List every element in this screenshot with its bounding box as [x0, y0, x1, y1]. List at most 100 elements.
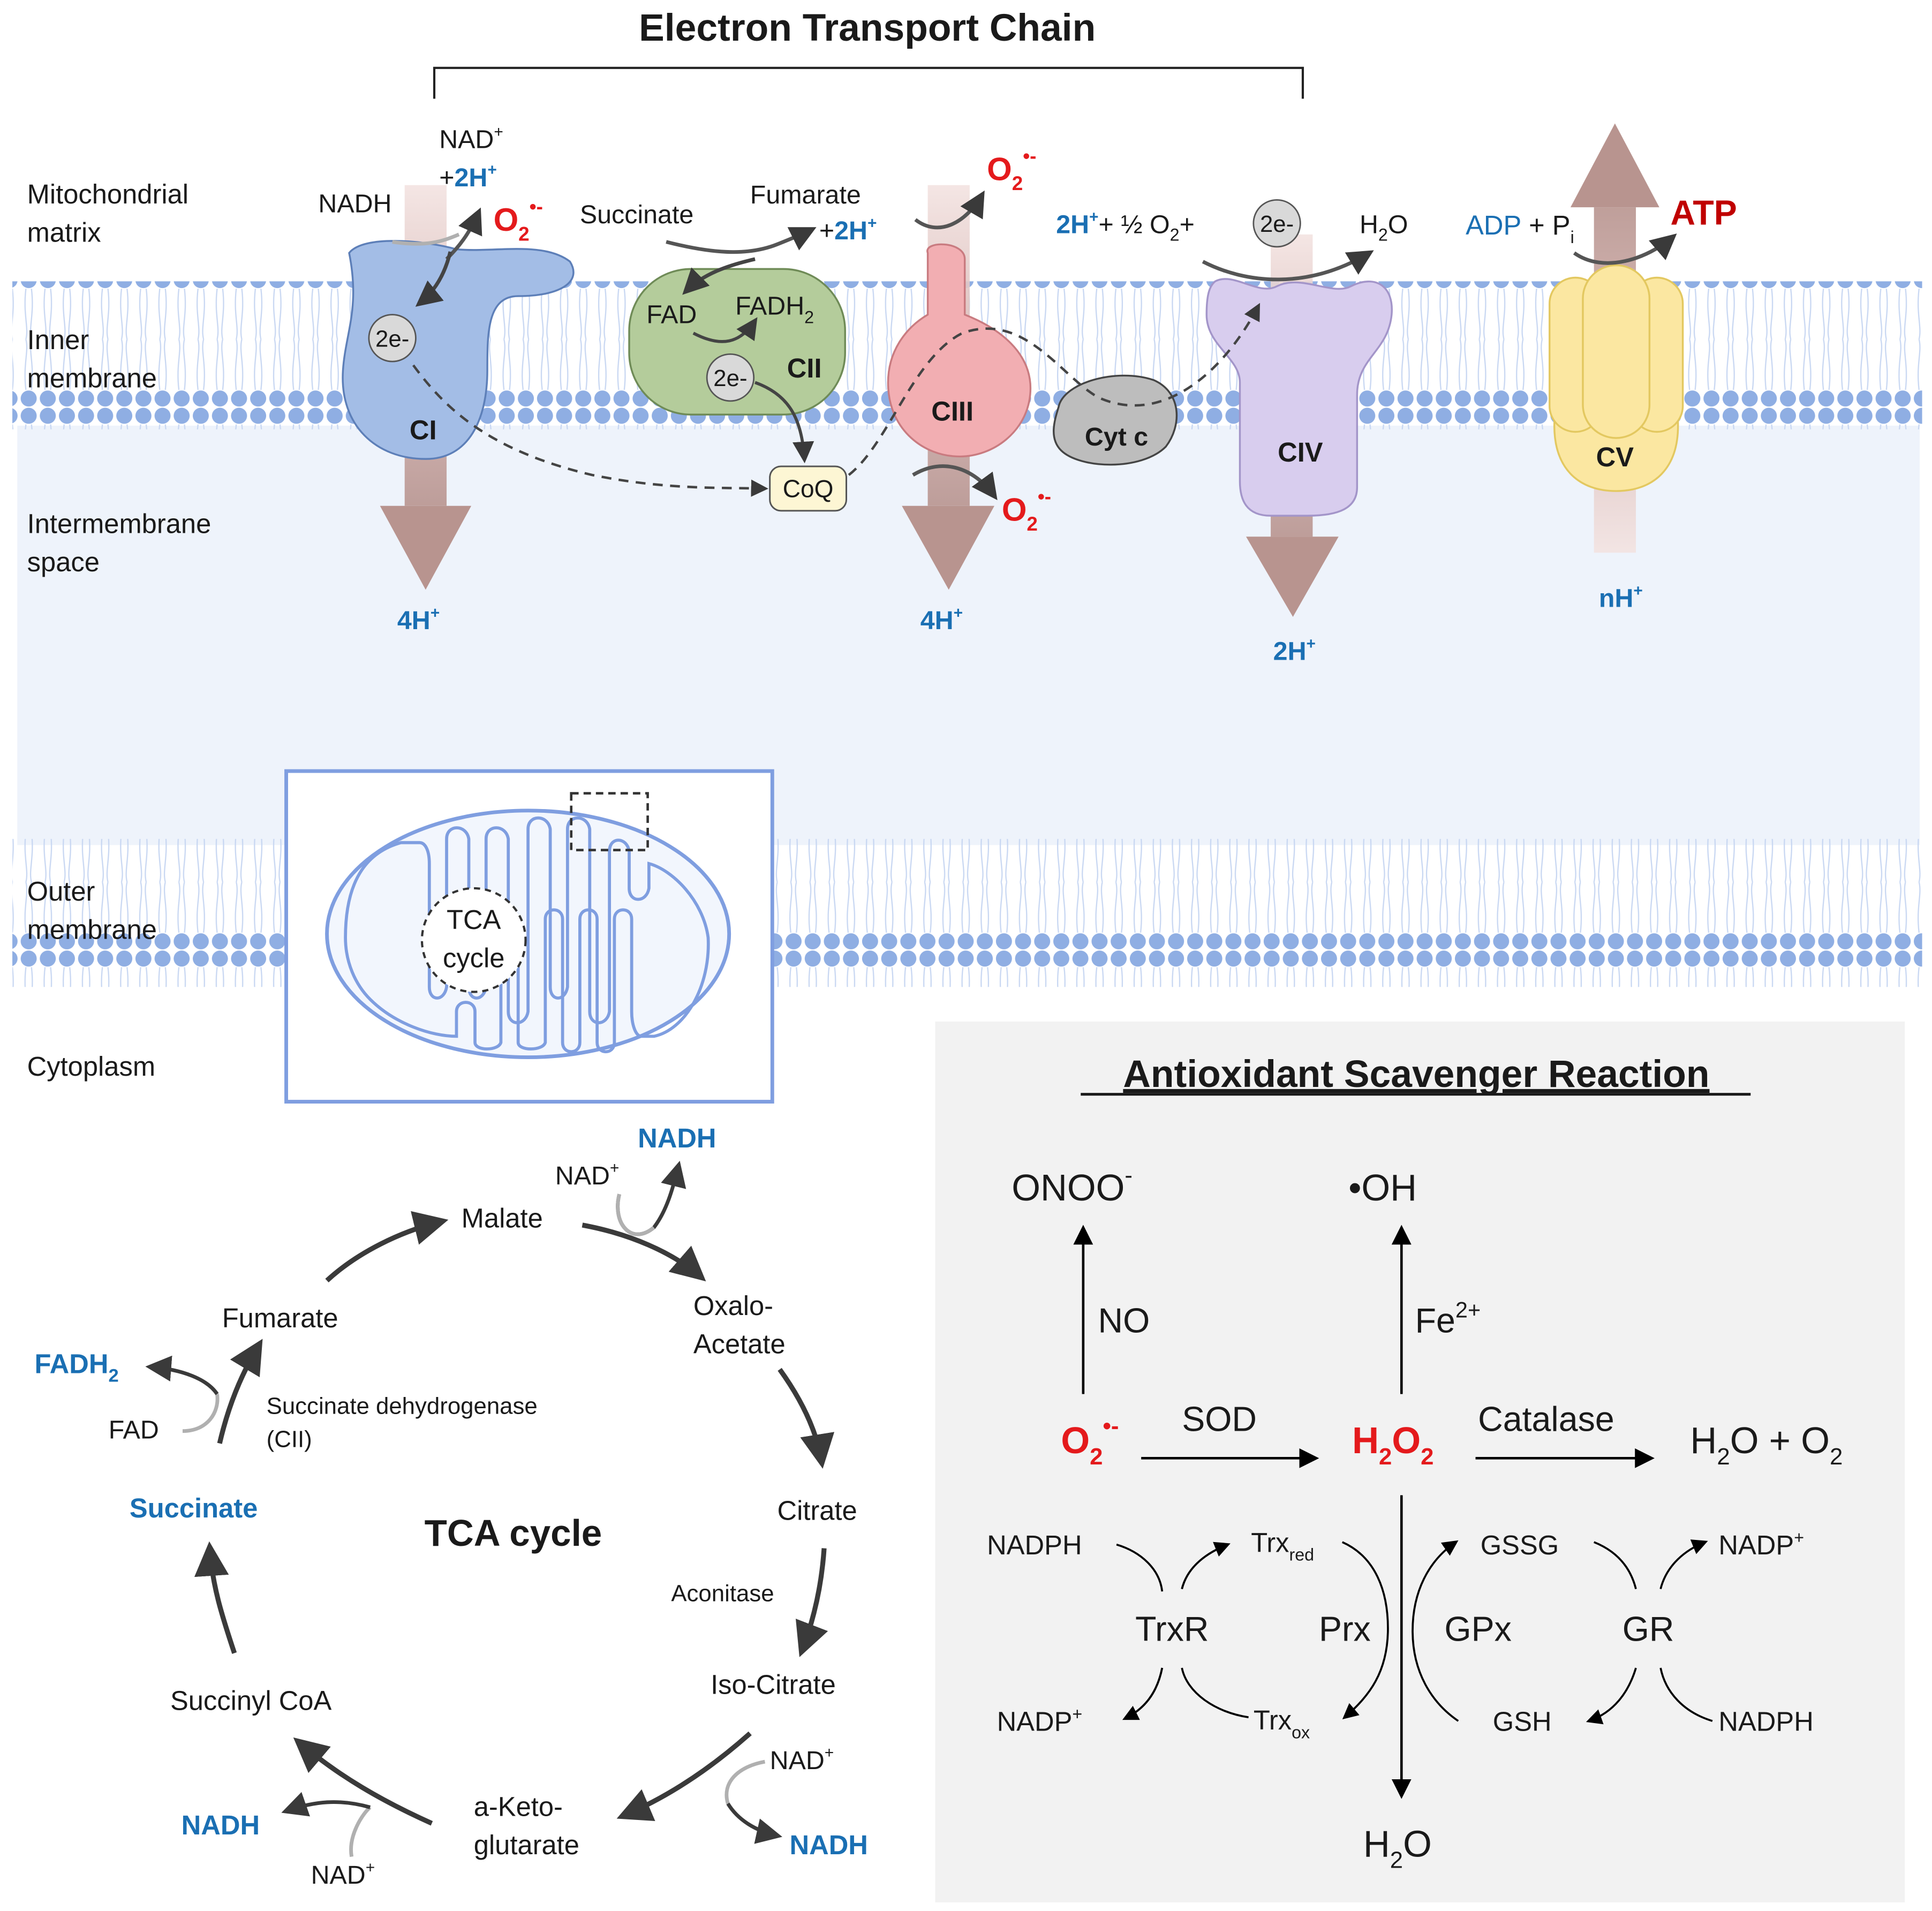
tca-title: TCA cycle: [425, 1512, 602, 1554]
ci-2h-label: +2H+: [439, 161, 497, 192]
tca-succinyl-coa: Succinyl CoA: [170, 1685, 332, 1716]
cytochrome-c-label: Cyt c: [1085, 422, 1148, 451]
tca-nad-ketoglutarate: NAD+: [311, 1859, 375, 1890]
trx-oxidized: Trxox: [1254, 1705, 1310, 1742]
complex-iv-label: CIV: [1278, 437, 1323, 467]
ci-nadh-label: NADH: [318, 189, 391, 218]
electron-flow-cii-to-coq: [754, 381, 814, 464]
ciii-superoxide-bottom: O2•-: [1002, 486, 1051, 535]
species-hydroxyl-radical: •OH: [1348, 1167, 1417, 1208]
etc-title: Electron Transport Chain: [639, 6, 1096, 49]
tca-nadh-isocitrate-arrow: [726, 1802, 782, 1844]
protons-cv: nH+: [1599, 582, 1643, 613]
tca-fad: FAD: [109, 1416, 159, 1445]
tca-nad-malate-curve: [616, 1194, 655, 1236]
tca-nadh-malate-arrow: [616, 1160, 686, 1236]
cii-fumarate-label: Fumarate: [750, 180, 861, 209]
label-sod: SOD: [1182, 1400, 1257, 1439]
cv-atp-label: ATP: [1671, 193, 1737, 232]
electron-pair-cii: 2e-: [706, 353, 755, 402]
gr-arrow-bottom: [1586, 1667, 1637, 1725]
trxr-arrow-top: [1181, 1542, 1231, 1590]
tca-arrow-fumarate-malate: [325, 1211, 449, 1282]
electron-pair-ci: 2e-: [368, 314, 417, 362]
protons-ci: 4H+: [397, 604, 440, 635]
tca-inset-circle: [420, 887, 527, 993]
svg-text:CoQ: CoQ: [783, 475, 834, 503]
ci-nadh-arrow: [392, 232, 460, 246]
tca-malate: Malate: [462, 1203, 543, 1234]
tca-nad-isocitrate-curve: [724, 1759, 766, 1804]
protons-ciii: 4H+: [920, 604, 963, 635]
tca-ketoglutarate: a-Keto-glutarate: [474, 1792, 579, 1860]
tca-fad-curve: [182, 1394, 220, 1433]
gr-arrow-top: [1659, 1539, 1708, 1590]
tca-nad-malate: NAD+: [555, 1159, 620, 1190]
tca-arrow-oxaloacetate-citrate: [778, 1368, 835, 1469]
enzyme-trxr: TrxR: [1135, 1610, 1209, 1648]
complex-v-label: CV: [1596, 442, 1634, 472]
cytochrome-c: [1053, 374, 1178, 466]
trx-reduced: Trxred: [1251, 1527, 1314, 1564]
tca-arrow-malate-oxaloacetate: [582, 1222, 706, 1282]
tca-nadh-ketoglutarate-arrow: [281, 1792, 371, 1817]
enzyme-gpx: GPx: [1444, 1610, 1511, 1648]
tca-nad-ketoglutarate-curve: [349, 1806, 372, 1857]
tca-nadh-ketoglutarate: NADH: [182, 1810, 260, 1840]
gr-curve-top: [1594, 1541, 1637, 1590]
antioxidant-panel: [935, 1021, 1905, 1902]
species-hydrogen-peroxide: H2O2: [1352, 1419, 1433, 1470]
tca-nadh-isocitrate: NADH: [790, 1830, 868, 1860]
ci-nad-label: NAD+: [439, 123, 503, 154]
tca-oxaloacetate: Oxalo-Acetate: [693, 1290, 786, 1359]
civ-water-label: H2O: [1360, 210, 1408, 245]
label-fe2: Fe2+: [1415, 1297, 1481, 1340]
species-water-oxygen: H2O + O2: [1690, 1419, 1843, 1470]
ciii-superoxide-top-arrow: [914, 190, 985, 230]
gssg: GSSG: [1481, 1530, 1559, 1560]
etc-bracket: [433, 66, 1304, 99]
gsh: GSH: [1493, 1706, 1552, 1737]
antioxidant-title: Antioxidant Scavenger Reaction: [1123, 1053, 1709, 1096]
ci-electron-arrow: [415, 251, 452, 307]
complex-iii: [887, 243, 1032, 458]
tca-arrow-citrate-isocitrate: [795, 1548, 828, 1657]
ciii-superoxide-top: O2•-: [987, 145, 1036, 194]
tca-citrate: Citrate: [777, 1495, 857, 1526]
zoom-region-box: [570, 792, 649, 851]
complex-ii: [628, 268, 846, 416]
electron-flow-path: [412, 364, 768, 497]
tca-aconitase: Aconitase: [671, 1581, 774, 1607]
electron-flow-coq-to-cyt: [848, 303, 1261, 476]
gr-nadp: NADP+: [1718, 1528, 1804, 1560]
civ-water-arrow: [1202, 250, 1374, 282]
svg-text:2e-: 2e-: [713, 365, 747, 391]
cii-fadh2-arrow: [692, 317, 758, 343]
ci-superoxide: O2•-: [494, 196, 543, 245]
fadh2-label: FADH2: [735, 292, 814, 327]
tca-fadh2: FADH2: [35, 1348, 119, 1386]
tca-arrow-succinate-fumarate: [217, 1339, 263, 1444]
gpx-curve: [1412, 1540, 1459, 1722]
trxr-nadp: NADP+: [997, 1704, 1083, 1737]
svg-text:2e-: 2e-: [375, 326, 409, 352]
ciii-superoxide-bottom-arrow: [912, 464, 998, 501]
enzyme-prx: Prx: [1319, 1610, 1371, 1648]
tca-nadh-malate: NADH: [638, 1123, 716, 1153]
prx-curve: [1341, 1541, 1389, 1720]
complex-ii-label: CII: [787, 353, 822, 383]
fad-label: FAD: [646, 300, 697, 329]
label-catalase: Catalase: [1478, 1400, 1614, 1439]
electron-pair-civ: 2e-: [1252, 199, 1301, 248]
tca-arrow-isocitrate-ketoglutarate: [616, 1731, 752, 1821]
svg-text:2e-: 2e-: [1260, 211, 1294, 237]
coenzyme-q: CoQ: [769, 465, 848, 512]
trxr-nadph: NADPH: [987, 1530, 1082, 1560]
cii-succinate-label: Succinate: [580, 200, 693, 229]
complex-i-label: CI: [410, 414, 437, 445]
